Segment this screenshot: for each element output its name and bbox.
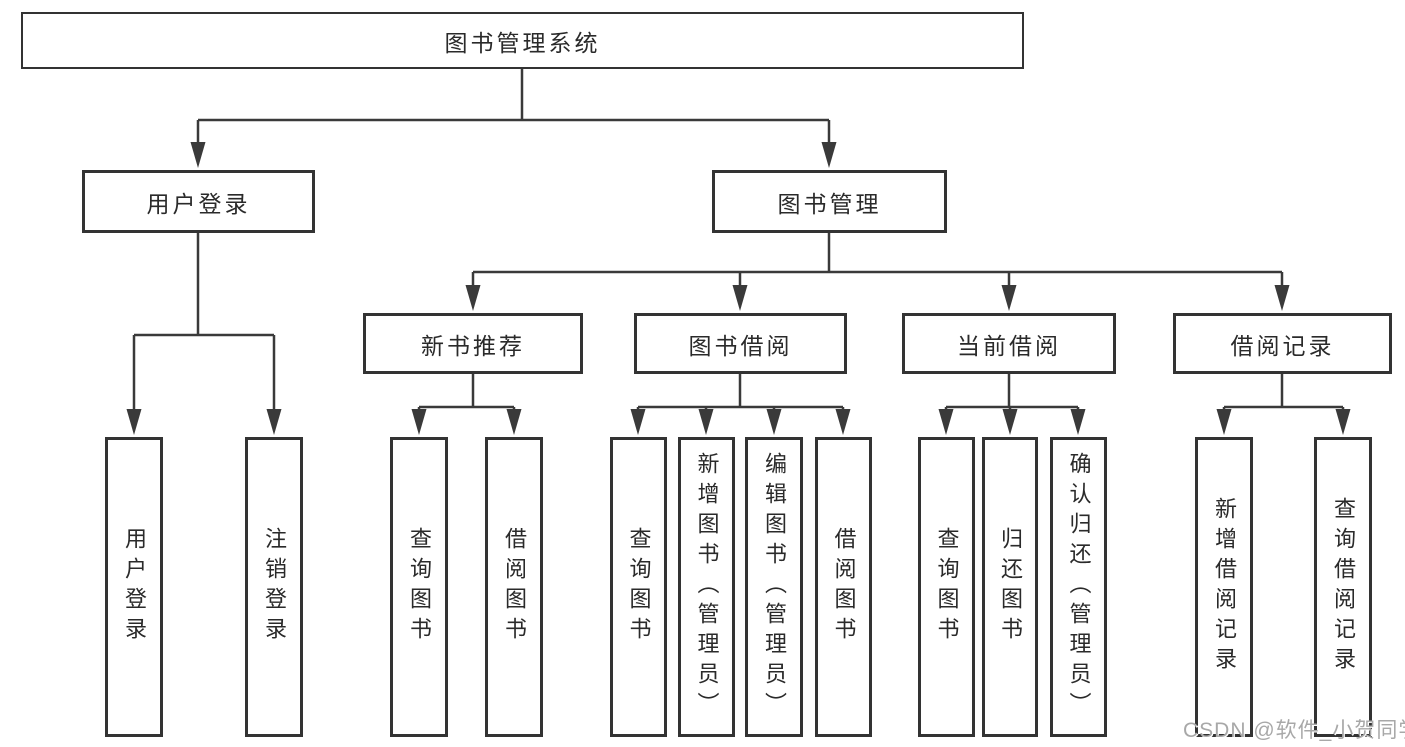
leaf-logout: 注销登录 (245, 437, 303, 737)
leaf-query-books-borrowing: 查询图书 (610, 437, 667, 737)
node-new-book-recommend: 新书推荐 (363, 313, 583, 374)
leaf-add-borrow-record: 新增借阅记录 (1195, 437, 1253, 737)
node-book-management: 图书管理 (712, 170, 947, 233)
leaf-borrow-books-recommend: 借阅图书 (485, 437, 543, 737)
leaf-borrow-books-borrowing: 借阅图书 (815, 437, 872, 737)
node-user-login: 用户登录 (82, 170, 315, 233)
node-current-borrowing: 当前借阅 (902, 313, 1116, 374)
leaf-query-books-current: 查询图书 (918, 437, 975, 737)
csdn-watermark: CSDN @软件_小贺同学 (1183, 719, 1405, 742)
node-book-borrowing: 图书借阅 (634, 313, 847, 374)
leaf-query-books-recommend: 查询图书 (390, 437, 448, 737)
leaf-query-borrow-record: 查询借阅记录 (1314, 437, 1372, 737)
node-borrowing-records: 借阅记录 (1173, 313, 1392, 374)
leaf-edit-books-admin: 编辑图书（管理员） (745, 437, 803, 737)
leaf-user-login: 用户登录 (105, 437, 163, 737)
leaf-return-books: 归还图书 (982, 437, 1038, 737)
leaf-confirm-return-admin: 确认归还（管理员） (1050, 437, 1107, 737)
node-library-management-system: 图书管理系统 (21, 12, 1024, 69)
leaf-add-books-admin: 新增图书（管理员） (678, 437, 735, 737)
